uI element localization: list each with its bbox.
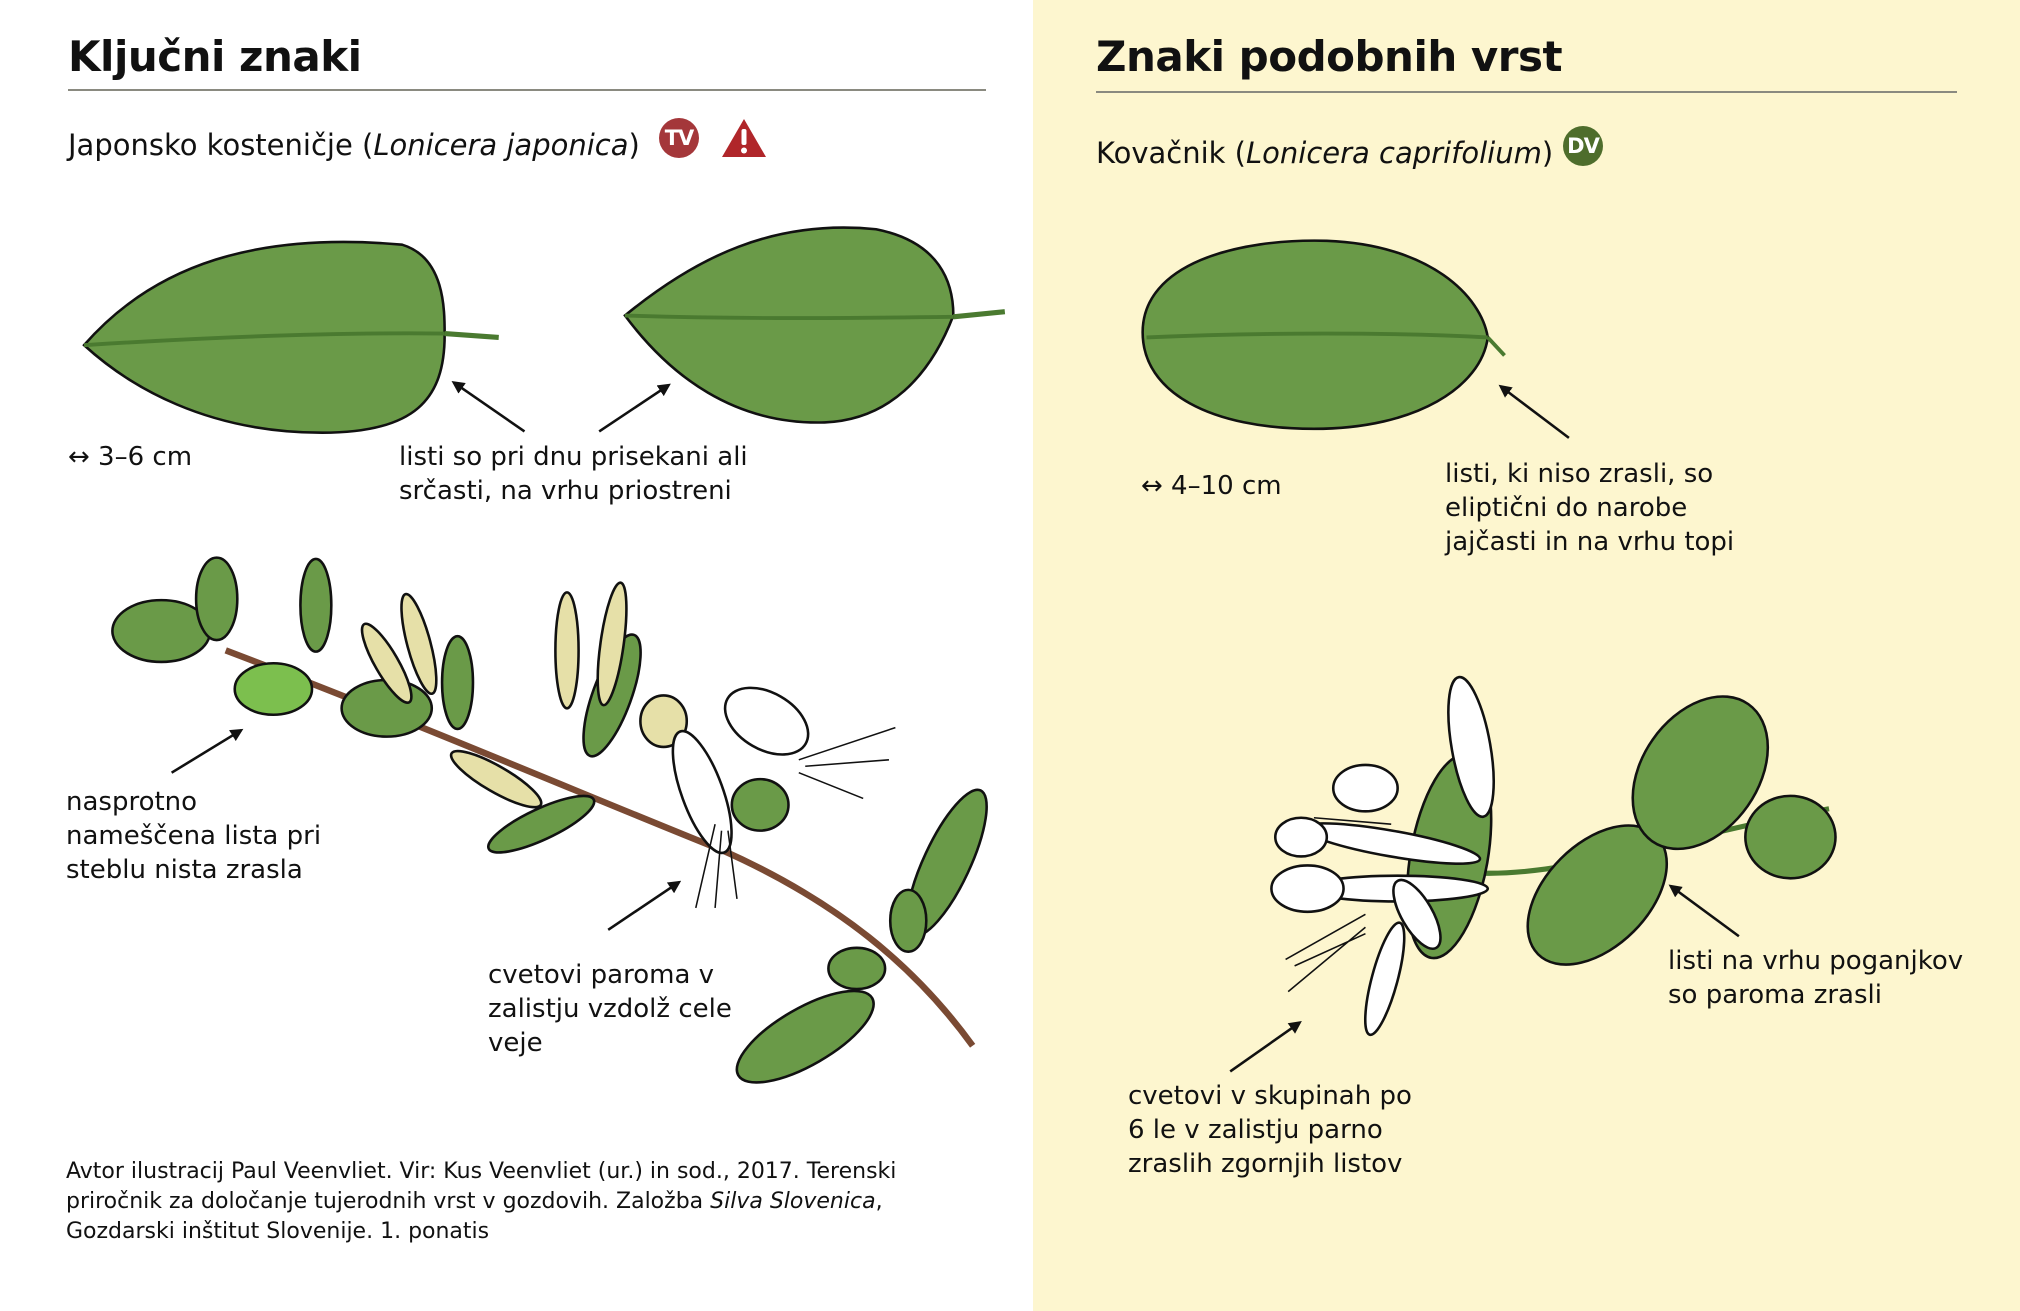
heading-divider-right	[1096, 91, 1957, 93]
similar-species-panel	[1033, 0, 2020, 1311]
key-features-heading: Ključni znaki	[68, 32, 362, 81]
arrow-fused-leaves	[1668, 884, 1740, 938]
flower-cluster-note: cvetovi v skupinah po 6 le v zalistju pa…	[1128, 1081, 1412, 1179]
arrow-leaf-base	[451, 381, 526, 433]
warning-triangle-icon	[722, 119, 766, 157]
similar-species-heading: Znaki podobnih vrst	[1096, 32, 1563, 81]
opposite-leaves-note: nasprotno nameščena lista pri steblu nis…	[66, 787, 322, 885]
arrow-caprifolium-leaf	[1498, 384, 1570, 439]
branch-illustration-caprifolium	[1270, 675, 1837, 1037]
leaf-illustration-japonica-pointed	[623, 226, 1006, 424]
paired-flowers-note: cvetovi paroma v zalistju vzdolž cele ve…	[488, 960, 732, 1058]
arrow-opposite-leaves	[170, 728, 244, 774]
leaf-note-japonica: listi so pri dnu prisekani ali srčasti, …	[399, 442, 748, 506]
arrow-flower-cluster	[1229, 1021, 1302, 1073]
heading-divider	[68, 89, 986, 91]
leaf-illustration-japonica-cordate	[82, 240, 499, 434]
species-name-caprifolium: Kovačnik (Lonicera caprifolium)	[1096, 136, 1554, 170]
badge-tv: TV	[659, 118, 699, 158]
badge-dv: DV	[1563, 126, 1603, 166]
leaf-note-caprifolium: listi, ki niso zrasli, so eliptični do n…	[1445, 459, 1735, 557]
arrow-leaf-tip	[598, 383, 671, 433]
size-range-japonica: ↔ 3–6 cm	[68, 442, 193, 472]
size-range-caprifolium: ↔ 4–10 cm	[1141, 471, 1282, 501]
branch-illustration-japonica	[111, 556, 988, 1084]
arrow-paired-flowers	[607, 880, 682, 931]
fused-leaves-note: listi na vrhu poganjkov so paroma zrasli	[1668, 946, 1964, 1010]
species-name-japonica: Japonsko kosteničje (Lonicera japonica)	[68, 128, 640, 162]
leaf-illustration-caprifolium	[1141, 239, 1506, 431]
illustration-credit: Avtor ilustracij Paul Veenvliet. Vir: Ku…	[66, 1159, 897, 1244]
